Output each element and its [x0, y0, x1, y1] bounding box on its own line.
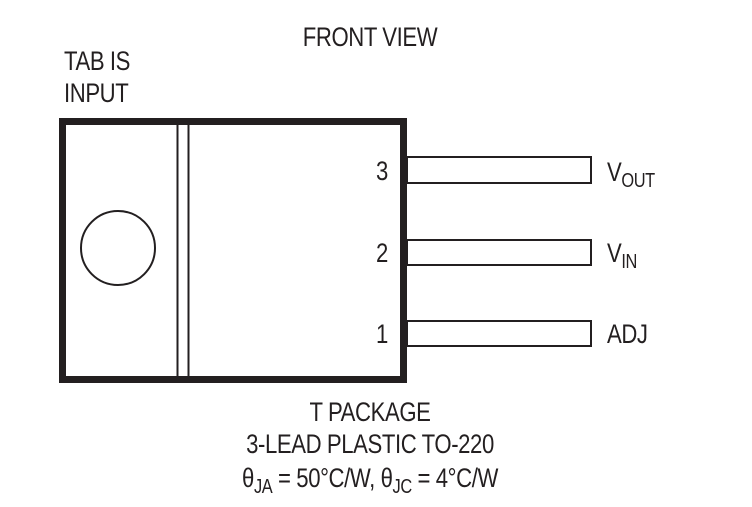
theta-jc-value: = 4°C/W — [411, 463, 499, 493]
thermal-resistance: θJA = 50°C/W, θJC = 4°C/W — [206, 463, 534, 497]
lead-1 — [406, 320, 592, 347]
pin-label-vin: VIN — [607, 238, 637, 272]
pin-label-sub: IN — [621, 251, 637, 273]
lead-3 — [406, 156, 592, 184]
theta-ja-value: = 50°C/W, — [272, 463, 381, 493]
package-name: T PACKAGE — [309, 397, 431, 427]
theta-ja-sub: JA — [253, 476, 273, 498]
package-body — [59, 118, 407, 383]
package-description: 3-LEAD PLASTIC TO-220 — [246, 429, 494, 459]
theta-jc-sub: JC — [392, 476, 413, 498]
theta-symbol: θ — [380, 463, 393, 493]
pin-label-main: ADJ — [607, 319, 648, 349]
lead-2 — [406, 239, 592, 266]
pin-label-main: V — [607, 238, 622, 268]
pin-label-adj: ADJ — [607, 319, 648, 349]
tab-note-line-2: INPUT — [64, 78, 129, 108]
theta-symbol: θ — [242, 463, 254, 493]
view-title: FRONT VIEW — [302, 22, 438, 52]
pin-number-1: 1 — [376, 319, 389, 349]
pin-label-main: V — [607, 157, 622, 187]
pin-label-sub: OUT — [621, 170, 655, 192]
tab-note-line-1: TAB IS — [64, 46, 131, 76]
pin-number-3: 3 — [376, 156, 389, 186]
mounting-hole-icon — [80, 210, 156, 286]
pin-label-vout: VOUT — [607, 157, 655, 191]
pin-number-2: 2 — [376, 238, 389, 268]
